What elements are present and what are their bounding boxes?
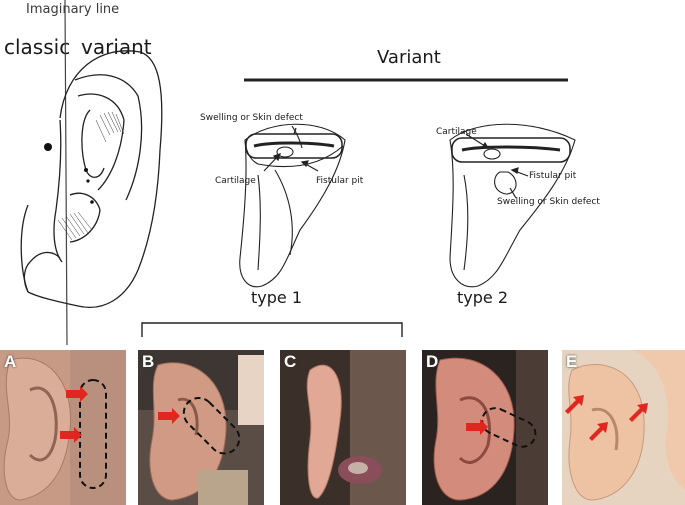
classic-ear-drawing <box>20 50 163 308</box>
photo-e-image <box>562 350 685 505</box>
type2-fistular-pit-label: Fistular pit <box>529 171 577 181</box>
type1-cartilage-label: Cartilage <box>215 176 256 186</box>
variant-title: Variant <box>377 47 441 68</box>
type2-label: type 2 <box>457 288 509 307</box>
type2-cartilage-label: Cartilage <box>436 127 477 137</box>
photo-panel-a: A <box>0 350 126 505</box>
photo-panel-d: D <box>422 350 548 505</box>
variant-label-small: variant <box>81 35 152 59</box>
photo-c-image <box>280 350 406 505</box>
photo-panel-c: C <box>280 350 406 505</box>
panel-label-d: D <box>426 352 439 371</box>
photo-d-image <box>422 350 548 505</box>
type1-label: type 1 <box>251 288 303 307</box>
type1-ear-drawing <box>239 123 346 288</box>
type2-ear-drawing <box>449 123 576 288</box>
photo-b-image <box>138 350 264 505</box>
classic-pit-dots <box>44 143 94 204</box>
type1-swelling-label: Swelling or Skin defect <box>200 113 303 123</box>
type1-arrows <box>263 127 319 172</box>
imaginary-line <box>64 0 68 345</box>
panel-label-c: C <box>284 352 297 371</box>
photo-panel-e: E <box>562 350 685 505</box>
type1-fistular-pit-label: Fistular pit <box>316 176 364 186</box>
ear-diagram-illustration <box>20 0 576 345</box>
panel-label-a: A <box>4 352 17 371</box>
classic-ear-hatching <box>57 111 125 241</box>
panel-label-b: B <box>142 352 155 371</box>
panel-bracket <box>141 322 403 337</box>
type2-swelling-label: Swelling or Skin defect <box>497 197 600 207</box>
imaginary-line-label: Imaginary line <box>26 2 120 17</box>
type2-arrows <box>465 133 529 199</box>
classic-label: classic <box>4 35 71 59</box>
photo-a-image <box>0 350 126 505</box>
photo-panel-b: B <box>138 350 264 505</box>
panel-label-e: E <box>566 352 578 371</box>
